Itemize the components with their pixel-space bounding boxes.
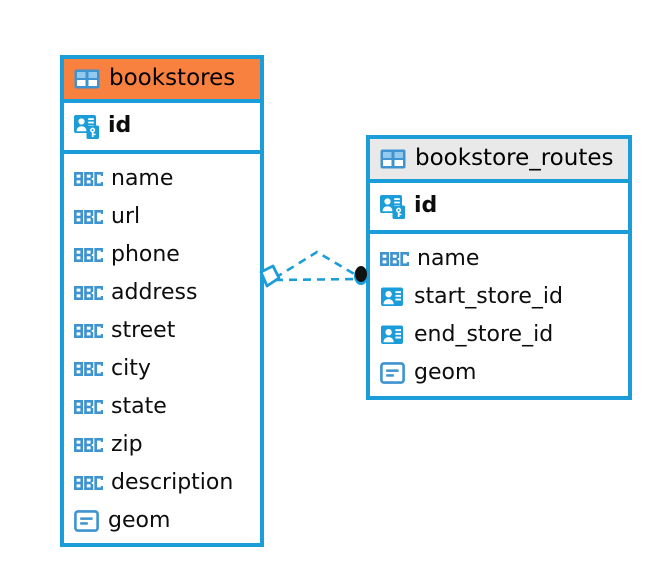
relationship-line-upper	[274, 250, 362, 280]
field-row-address[interactable]: address	[73, 274, 252, 312]
field-label-geom: geom	[414, 360, 477, 385]
primary-key-section-bookstore-routes: id	[370, 183, 628, 234]
field-label-city: city	[111, 356, 151, 381]
entity-header-bookstores[interactable]: bookstores	[64, 59, 260, 103]
field-row-name[interactable]: name	[73, 160, 252, 198]
text-type-icon	[73, 432, 103, 459]
text-type-icon	[73, 204, 103, 231]
field-label-street: street	[111, 318, 176, 343]
field-row-street[interactable]: street	[73, 312, 252, 350]
entity-title-bookstores: bookstores	[109, 65, 236, 91]
text-type-icon	[73, 470, 103, 497]
field-row-geom[interactable]: geom	[73, 502, 252, 540]
field-row-primary-key[interactable]: id	[379, 188, 620, 224]
text-type-icon	[73, 394, 103, 421]
field-label-id: id	[414, 193, 438, 218]
field-label-name: name	[417, 246, 480, 271]
field-row-description[interactable]: description	[73, 464, 252, 502]
entity-title-bookstore-routes: bookstore_routes	[415, 145, 614, 171]
field-label-phone: phone	[111, 242, 180, 267]
field-row-state[interactable]: state	[73, 388, 252, 426]
geometry-type-icon	[379, 360, 406, 387]
relationship-connector[interactable]	[255, 240, 375, 315]
field-row-start-store-id[interactable]: start_store_id	[379, 278, 620, 316]
table-icon	[73, 65, 100, 92]
text-type-icon	[379, 246, 409, 273]
field-row-url[interactable]: url	[73, 198, 252, 236]
field-label-end-store-id: end_store_id	[414, 322, 554, 347]
relationship-line-lower	[274, 277, 362, 282]
field-row-primary-key[interactable]: id	[73, 108, 252, 144]
field-label-zip: zip	[111, 432, 143, 457]
table-icon	[379, 145, 406, 172]
field-label-name: name	[111, 166, 174, 191]
field-row-geom[interactable]: geom	[379, 354, 620, 392]
entity-bookstore-routes[interactable]: bookstore_routes	[366, 135, 632, 400]
primary-key-icon	[379, 193, 406, 220]
text-type-icon	[73, 242, 103, 269]
text-type-icon	[73, 280, 103, 307]
field-label-id: id	[108, 113, 132, 138]
text-type-icon	[73, 318, 103, 345]
field-row-city[interactable]: city	[73, 350, 252, 388]
entity-header-bookstore-routes[interactable]: bookstore_routes	[370, 139, 628, 183]
field-label-start-store-id: start_store_id	[414, 284, 563, 309]
field-row-end-store-id[interactable]: end_store_id	[379, 316, 620, 354]
filled-circle-icon	[355, 266, 367, 282]
field-label-geom: geom	[108, 508, 171, 533]
entity-bookstores[interactable]: bookstores	[60, 55, 264, 547]
text-type-icon	[73, 356, 103, 383]
primary-key-section-bookstores: id	[64, 103, 260, 154]
foreign-key-icon	[379, 284, 406, 311]
field-row-phone[interactable]: phone	[73, 236, 252, 274]
fields-section-bookstores: name	[64, 154, 260, 546]
geometry-type-icon	[73, 508, 100, 535]
field-row-zip[interactable]: zip	[73, 426, 252, 464]
text-type-icon	[73, 166, 103, 193]
field-label-description: description	[111, 470, 234, 495]
fields-section-bookstore-routes: name start_store_id	[370, 234, 628, 398]
zero-or-many-diamond-icon	[259, 264, 281, 288]
foreign-key-icon	[379, 322, 406, 349]
field-label-state: state	[111, 394, 167, 419]
field-row-name[interactable]: name	[379, 240, 620, 278]
field-label-address: address	[111, 280, 198, 305]
field-label-url: url	[111, 204, 141, 229]
primary-key-icon	[73, 113, 100, 140]
